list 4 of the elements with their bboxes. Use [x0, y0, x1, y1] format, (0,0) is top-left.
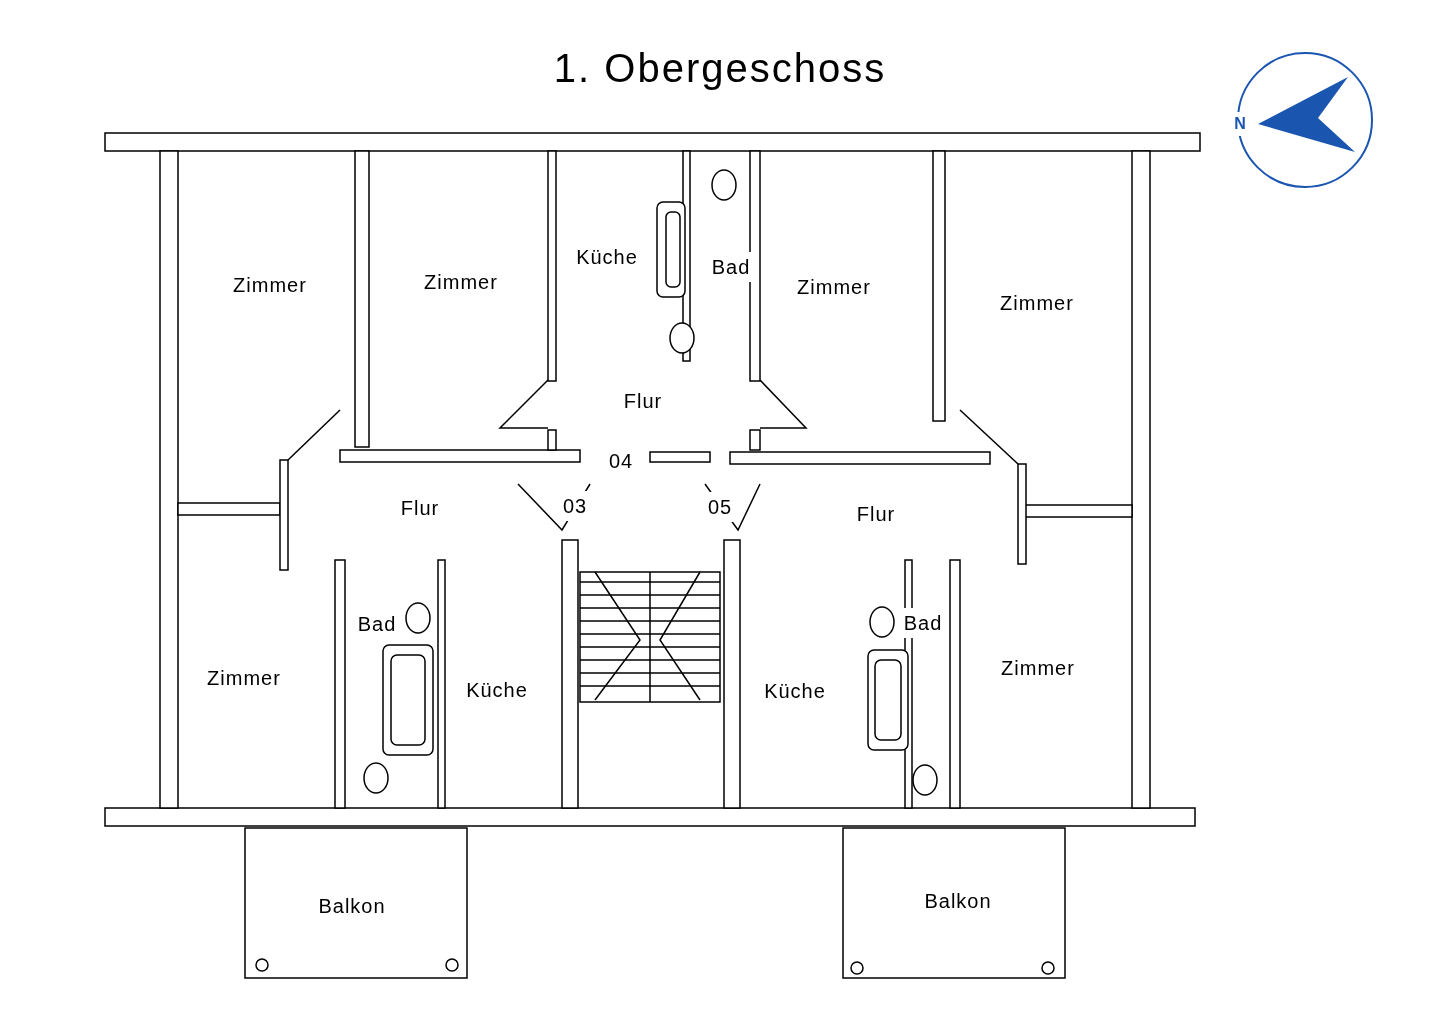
door-number: 05	[705, 492, 735, 522]
title: 1. Obergeschoss	[552, 45, 888, 92]
door-number: 03	[560, 491, 590, 521]
compass-letter: N	[1233, 112, 1247, 136]
